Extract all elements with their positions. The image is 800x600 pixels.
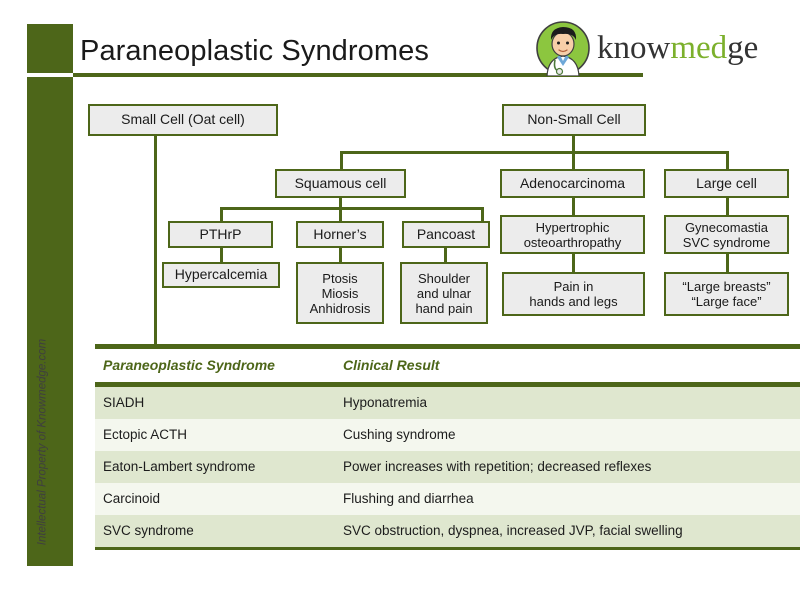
logo-wordmark: knowmedge — [597, 28, 758, 68]
accent-bar-bottom — [27, 77, 73, 566]
cell-result: SVC obstruction, dyspnea, increased JVP,… — [343, 523, 683, 538]
node-pancoast[interactable]: Pancoast — [402, 221, 490, 248]
cell-syndrome: Carcinoid — [103, 491, 161, 506]
node-horners[interactable]: Horner’s — [296, 221, 384, 248]
taxonomy-tree: Small Cell (Oat cell) Non-Small Cell Squ… — [88, 104, 789, 345]
page-title: Paraneoplastic Syndromes — [80, 35, 429, 67]
connector-nsc-bus — [340, 151, 728, 154]
doctor-avatar-icon — [535, 20, 591, 77]
node-squamous-cell[interactable]: Squamous cell — [275, 169, 406, 198]
connector-small-cell-stem — [154, 136, 157, 345]
connector-to-pancoast — [481, 207, 484, 221]
table-top-rule — [95, 344, 800, 349]
logo-text-ge: ge — [727, 30, 759, 66]
connector-to-squamous — [340, 151, 343, 169]
connector-squamous-stem — [339, 198, 342, 208]
connector-gynecomastia-stem — [726, 254, 729, 272]
cell-syndrome: SIADH — [103, 395, 145, 410]
cell-syndrome: Eaton-Lambert syndrome — [103, 459, 256, 474]
table-header-row: Paraneoplastic Syndrome Clinical Result — [95, 349, 800, 382]
connector-hypertrophic-stem — [572, 254, 575, 272]
connector-squamous-bus — [220, 207, 484, 210]
node-pain-hands-legs[interactable]: Pain in hands and legs — [502, 272, 645, 316]
column-header-syndrome: Paraneoplastic Syndrome — [103, 357, 275, 373]
connector-adeno-stem — [572, 198, 575, 221]
column-header-result: Clinical Result — [343, 357, 440, 373]
watermark-text: Intellectual Property of Knowmedge.com — [36, 338, 49, 546]
node-shoulder-ulnar-hand-pain[interactable]: Shoulder and ulnar hand pain — [400, 262, 488, 324]
table-header-rule — [95, 382, 800, 387]
node-large-cell[interactable]: Large cell — [664, 169, 789, 198]
table-row[interactable]: Carcinoid Flushing and diarrhea — [95, 483, 800, 515]
cell-syndrome: Ectopic ACTH — [103, 427, 188, 442]
connector-horners-stem — [339, 248, 342, 262]
table-body: SIADH Hyponatremia Ectopic ACTH Cushing … — [95, 387, 800, 547]
node-small-cell[interactable]: Small Cell (Oat cell) — [88, 104, 278, 136]
accent-bar-top — [27, 24, 73, 73]
node-hypercalcemia[interactable]: Hypercalcemia — [162, 262, 280, 288]
title-underline — [73, 73, 643, 77]
logo-text-know: know — [597, 30, 671, 66]
connector-to-pthrp — [220, 207, 223, 221]
connector-to-large-cell — [726, 151, 729, 169]
syndrome-table: Paraneoplastic Syndrome Clinical Result … — [95, 344, 800, 550]
connector-pthrp-stem — [220, 248, 223, 262]
node-gynecomastia-svc[interactable]: Gynecomastia SVC syndrome — [664, 215, 789, 254]
cell-result: Hyponatremia — [343, 395, 428, 410]
table-row[interactable]: Ectopic ACTH Cushing syndrome — [95, 419, 800, 451]
connector-to-adenocarcinoma — [572, 151, 575, 169]
knowmedge-logo: knowmedge — [535, 18, 780, 80]
table-bottom-rule — [95, 547, 800, 550]
connector-pancoast-stem — [444, 248, 447, 262]
connector-to-horners — [339, 207, 342, 221]
cell-result: Cushing syndrome — [343, 427, 456, 442]
node-ptosis-miosis-anhidrosis[interactable]: Ptosis Miosis Anhidrosis — [296, 262, 384, 324]
node-large-breasts-face[interactable]: “Large breasts” “Large face” — [664, 272, 789, 316]
node-hypertrophic-osteoarthropathy[interactable]: Hypertrophic osteoarthropathy — [500, 215, 645, 254]
cell-result: Power increases with repetition; decreas… — [343, 459, 652, 474]
table-row[interactable]: Eaton-Lambert syndrome Power increases w… — [95, 451, 800, 483]
cell-result: Flushing and diarrhea — [343, 491, 474, 506]
node-adenocarcinoma[interactable]: Adenocarcinoma — [500, 169, 645, 198]
connector-large-cell-stem — [726, 198, 729, 221]
logo-text-med: med — [670, 30, 728, 66]
node-non-small-cell[interactable]: Non-Small Cell — [502, 104, 646, 136]
table-row[interactable]: SIADH Hyponatremia — [95, 387, 800, 419]
node-pthrp[interactable]: PTHrP — [168, 221, 273, 248]
cell-syndrome: SVC syndrome — [103, 523, 194, 538]
connector-nsc-stem — [572, 136, 575, 153]
table-row[interactable]: SVC syndrome SVC obstruction, dyspnea, i… — [95, 515, 800, 547]
